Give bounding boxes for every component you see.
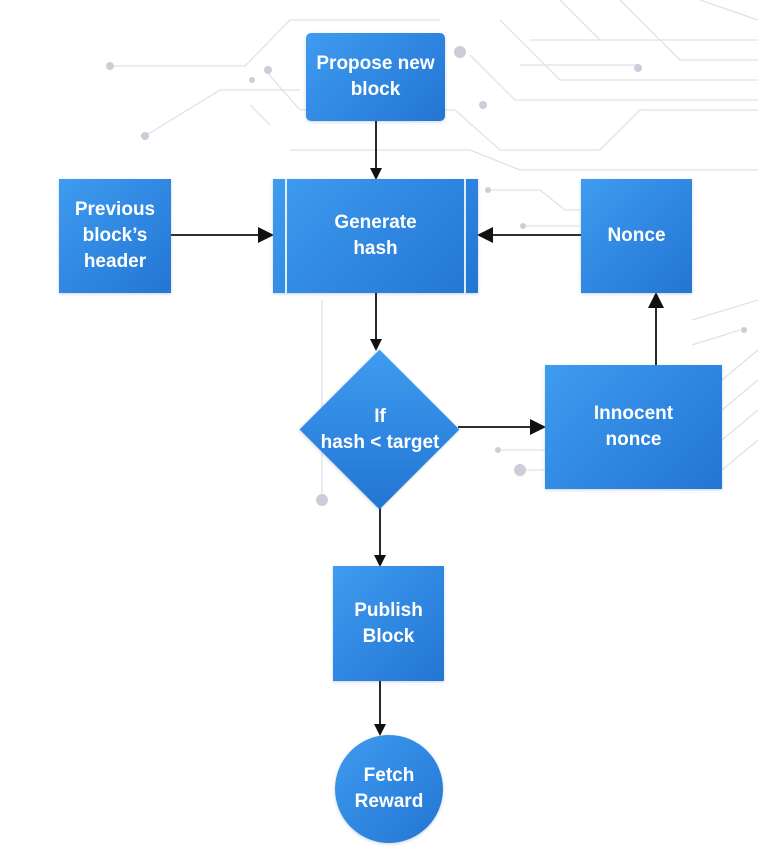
innocent-nonce-node: Innocent nonce [545,365,722,489]
nonce-label: Nonce [607,225,666,246]
innocent-nonce-label: Innocent nonce [593,403,674,450]
propose-new-block-label: Propose new block [316,53,435,100]
propose-new-block-node: Propose new block [306,33,445,121]
generate-hash-label: Generate hash [334,212,417,259]
decision-label: If hash < target [320,406,440,453]
publish-block-node: Publish Block [333,566,444,681]
process-bar-right [464,179,466,293]
previous-block-header-node: Previous block’s header [59,179,171,293]
fetch-reward-label: Fetch Reward [354,765,424,812]
hash-target-decision-node: If hash < target [299,349,460,510]
publish-block-label: Publish Block [354,599,423,647]
fetch-reward-node: Fetch Reward [335,735,443,843]
previous-block-header-label: Previous block’s header [74,199,156,272]
process-bar-left [285,179,287,293]
generate-hash-node: Generate hash [273,179,478,293]
nonce-node: Nonce [581,179,692,293]
